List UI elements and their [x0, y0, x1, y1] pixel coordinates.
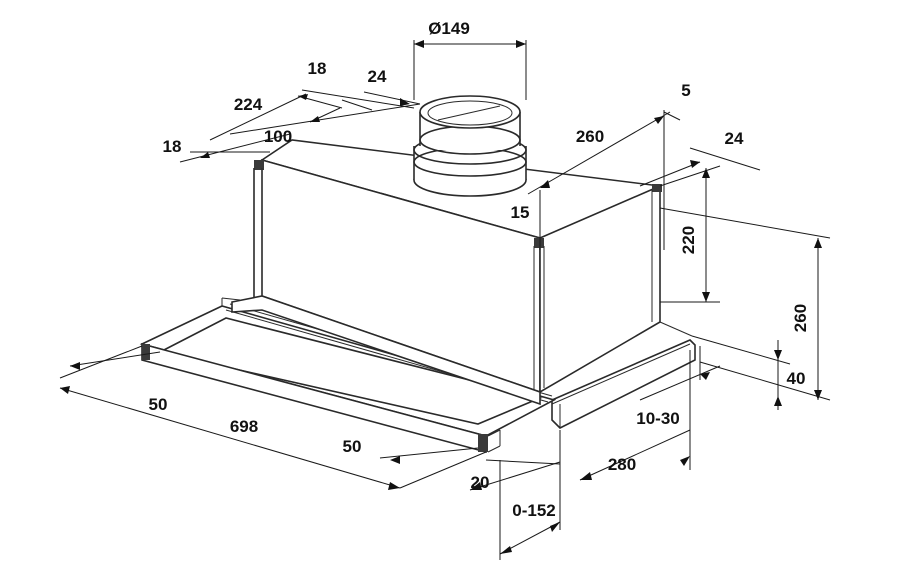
label-slide-0-152: 0-152 [512, 501, 555, 520]
corner-post-right [652, 184, 662, 192]
rear-mounting-bar [231, 295, 541, 406]
label-top-18: 18 [308, 59, 327, 78]
corner-post-middle [534, 238, 544, 248]
label-depth-280: 280 [608, 455, 636, 474]
label-front-20: 20 [471, 473, 490, 492]
visor-left-end [142, 344, 150, 360]
label-right-24: 24 [725, 129, 744, 148]
label-height-260: 260 [791, 304, 810, 332]
label-extension-10-30: 10-30 [636, 409, 679, 428]
label-right-15: 15 [511, 203, 530, 222]
corner-post-left [254, 160, 264, 170]
label-right-5: 5 [681, 81, 690, 100]
label-top-224: 224 [234, 95, 263, 114]
duct-collar [413, 95, 527, 197]
base-plate-side [551, 339, 696, 429]
label-height-40: 40 [787, 369, 806, 388]
label-front-50-left: 50 [149, 395, 168, 414]
label-top-24: 24 [368, 67, 387, 86]
label-left-18: 18 [163, 137, 182, 156]
label-width-698: 698 [230, 417, 258, 436]
visor-right-end [478, 434, 488, 452]
dimension-lines [59, 40, 831, 560]
label-front-50-right: 50 [343, 437, 362, 456]
dimension-labels: Ø149 18 24 224 100 18 5 260 24 15 220 26… [149, 19, 810, 520]
label-right-260: 260 [576, 127, 604, 146]
label-duct-diameter: Ø149 [428, 19, 470, 38]
label-height-220: 220 [679, 226, 698, 254]
label-top-100: 100 [264, 127, 292, 146]
